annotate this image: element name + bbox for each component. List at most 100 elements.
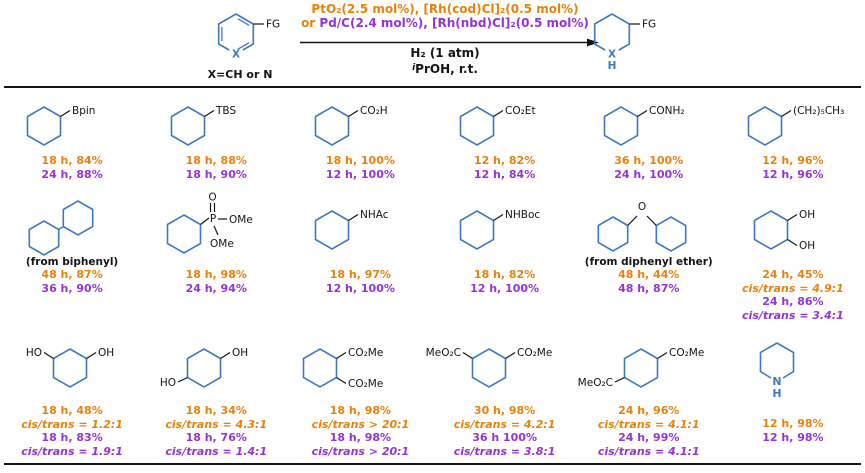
structure-label: CO₂H (360, 105, 388, 117)
ratio-pd: cis/trans = 1.4:1 (165, 444, 268, 458)
substrate-cell-phosphonate: P O OMe OMe 18 h, 98% 24 h, 94% (144, 190, 288, 322)
substrate-grid: Bpin 18 h, 84% 24 h, 88% TBS 18 h, 88% 1… (0, 88, 865, 464)
time-yield-pd: 18 h, 90% (185, 167, 247, 181)
ratio-pd: cis/trans > 20:1 (311, 444, 410, 458)
product-fg-label: FG (642, 19, 656, 31)
reaction-scheme: X FG X=CH or N X H FG (208, 13, 656, 81)
substrate-caption: (from diphenyl ether) (584, 256, 713, 268)
spacer (721, 256, 865, 268)
reaction-arrow (300, 38, 599, 47)
substrate-cell-dicyclohexyl-ether: O (from diphenyl ether) 48 h, 44% 48 h, … (577, 190, 721, 322)
time-yield-pd: 24 h, 88% (41, 167, 103, 181)
top-divider (4, 86, 861, 88)
time-yield-pd: 18 h, 76% (185, 431, 247, 444)
ester-label: CO₂Me (348, 347, 383, 359)
ho-label: HO (160, 377, 176, 389)
oh-label: OH (232, 347, 248, 359)
pd-rh-conditions: Pd/C(2.4 mol%), [Rh(nbd)Cl]₂(0.5 mol%) (319, 16, 589, 30)
pt-rh-conditions: PtO₂(2.5 mol%), [Rh(cod)Cl]₂(0.5 mol%) (311, 2, 579, 16)
nitrogen-label: N (772, 375, 781, 388)
time-yield-pd: 24 h, 99% (618, 431, 680, 444)
time-yield-pt: 18 h, 84% (41, 154, 103, 167)
ester-label: CO₂Me (669, 347, 704, 359)
structure-cyclohexyl-tbs: TBS (170, 105, 237, 146)
oh-label: OH (98, 347, 114, 359)
structure-cyclohexane-14-diester: CO₂Me MeO₂C (577, 347, 704, 389)
substrate-cell-14-diol: OH HO 18 h, 34% cis/trans = 4.3:1 18 h, … (144, 322, 288, 464)
ratio-pd: cis/trans = 3.8:1 (453, 444, 556, 458)
structure-dicyclohexyl-ether: O (597, 201, 687, 252)
time-yield-pt: 18 h, 82% (473, 268, 536, 281)
time-yield-pt: 36 h, 100% (614, 154, 684, 167)
substrate-cell-bicyclohexyl: (from biphenyl) 48 h, 87% 36 h, 90% (0, 190, 144, 322)
substrate-cell-13-diester: MeO₂C CO₂Me 30 h, 98% cis/trans = 4.2:1 … (425, 322, 577, 464)
ester-label: MeO₂C (577, 377, 612, 389)
ratio-pt: cis/trans = 4.2:1 (453, 417, 556, 431)
time-yield-pd: 18 h, 98% (329, 431, 392, 444)
structure-cyclohexyl-conh2: CONH₂ (603, 105, 685, 146)
time-yield-pt: 18 h, 97% (329, 268, 392, 281)
substrate-cell-co2h: CO₂H 18 h, 100% 12 h, 100% (288, 88, 432, 190)
structure-cyclohexyl-co2h: CO₂H (315, 105, 388, 146)
time-yield-pt: 48 h, 87% (41, 268, 103, 281)
product-ring: X H FG (593, 13, 656, 72)
conditions-line-2: or Pd/C(2.4 mol%), [Rh(nbd)Cl]₂(0.5 mol%… (280, 16, 610, 30)
structure-cyclohexyl-nhac: NHAc (315, 209, 389, 250)
time-yield-pt: 18 h, 48% (41, 404, 103, 417)
time-yield-pt: 18 h, 98% (185, 268, 247, 281)
ratio-pt: cis/trans = 4.9:1 (742, 281, 844, 295)
bottom-divider (4, 463, 861, 465)
structure-label: CO₂Et (505, 105, 536, 117)
oh-label: OH (799, 240, 815, 252)
time-yield-pd: 48 h, 87% (618, 281, 680, 295)
time-yield-pd: 12 h, 100% (470, 281, 540, 295)
iso-superscript: i (412, 63, 416, 73)
time-yield-pt: 18 h, 34% (185, 404, 247, 417)
time-yield-pd: 12 h, 98% (762, 430, 824, 444)
time-yield-pd: 36 h 100% (472, 431, 537, 444)
time-yield-pd: 24 h, 86% (762, 295, 824, 308)
substrate-cell-12-diester: CO₂Me CO₂Me 18 h, 98% cis/trans > 20:1 1… (288, 322, 432, 464)
ratio-pd: cis/trans = 1.9:1 (21, 444, 123, 458)
time-yield-pt: 24 h, 96% (618, 404, 680, 417)
structure-cyclohexane-12-diol: OH OH (753, 209, 815, 252)
structure-label: Bpin (72, 105, 95, 117)
substrate-cell-nhboc: NHBoc 18 h, 82% 12 h, 100% (433, 190, 577, 322)
substrate-cell-bpin: Bpin 18 h, 84% 24 h, 88% (0, 88, 144, 190)
structure-label: NHBoc (505, 209, 540, 221)
structure-cyclohexane-12-diester: CO₂Me CO₂Me (303, 347, 384, 390)
substrate-cell-nhac: NHAc 18 h, 97% 12 h, 100% (288, 190, 432, 322)
nh-hydrogen-label: H (772, 387, 781, 400)
ratio-pt: cis/trans = 4.1:1 (597, 417, 700, 431)
or-prefix: or (301, 16, 320, 30)
time-yield-pt: 30 h, 98% (473, 404, 536, 417)
structure-cyclohexyl-phosphonate: P O OMe OMe (166, 192, 253, 254)
substrate-cell-13-diol: HO OH 18 h, 48% cis/trans = 1.2:1 18 h, … (0, 322, 144, 464)
arrowhead-icon (587, 38, 599, 47)
x-definition-caption: X=CH or N (208, 68, 273, 81)
reactant-x-label: X (232, 49, 240, 61)
structure-cyclohexyl-co2et: CO₂Et (459, 105, 536, 146)
time-yield-pt: 18 h, 98% (329, 404, 392, 417)
structure-label: (CH₂)₅CH₃ (793, 105, 844, 117)
ome-label: OMe (229, 214, 253, 226)
ether-oxygen-label: O (638, 201, 646, 213)
time-yield-pt: 24 h, 45% (762, 268, 824, 281)
solvent-conditions: iPrOH, r.t. (280, 61, 610, 76)
ratio-pt: cis/trans = 1.2:1 (21, 417, 123, 431)
structure-label: CONH₂ (649, 105, 685, 117)
ho-label: HO (26, 347, 42, 359)
oxygen-label: O (209, 192, 217, 204)
substrate-cell-14-diester: CO₂Me MeO₂C 24 h, 96% cis/trans = 4.1:1 … (577, 322, 721, 464)
oh-label: OH (799, 209, 815, 221)
time-yield-pd: 12 h, 100% (325, 281, 395, 295)
time-yield-pd: 18 h, 83% (41, 431, 103, 444)
structure-cyclohexane-14-diol: OH HO (160, 347, 248, 389)
substrate-cell-12-diol: OH OH 24 h, 45% cis/trans = 4.9:1 24 h, … (721, 190, 865, 322)
hydrogen-conditions: H₂ (1 atm) (410, 46, 480, 60)
structure-cyclohexane-13-diol: HO OH (26, 347, 114, 388)
substrate-cell-piperidine: N H 12 h, 98% 12 h, 98% (721, 322, 865, 464)
time-yield-pt: 18 h, 88% (185, 154, 247, 167)
time-yield-pt: 12 h, 82% (473, 154, 536, 167)
time-yield-pd: 12 h, 96% (762, 167, 824, 181)
